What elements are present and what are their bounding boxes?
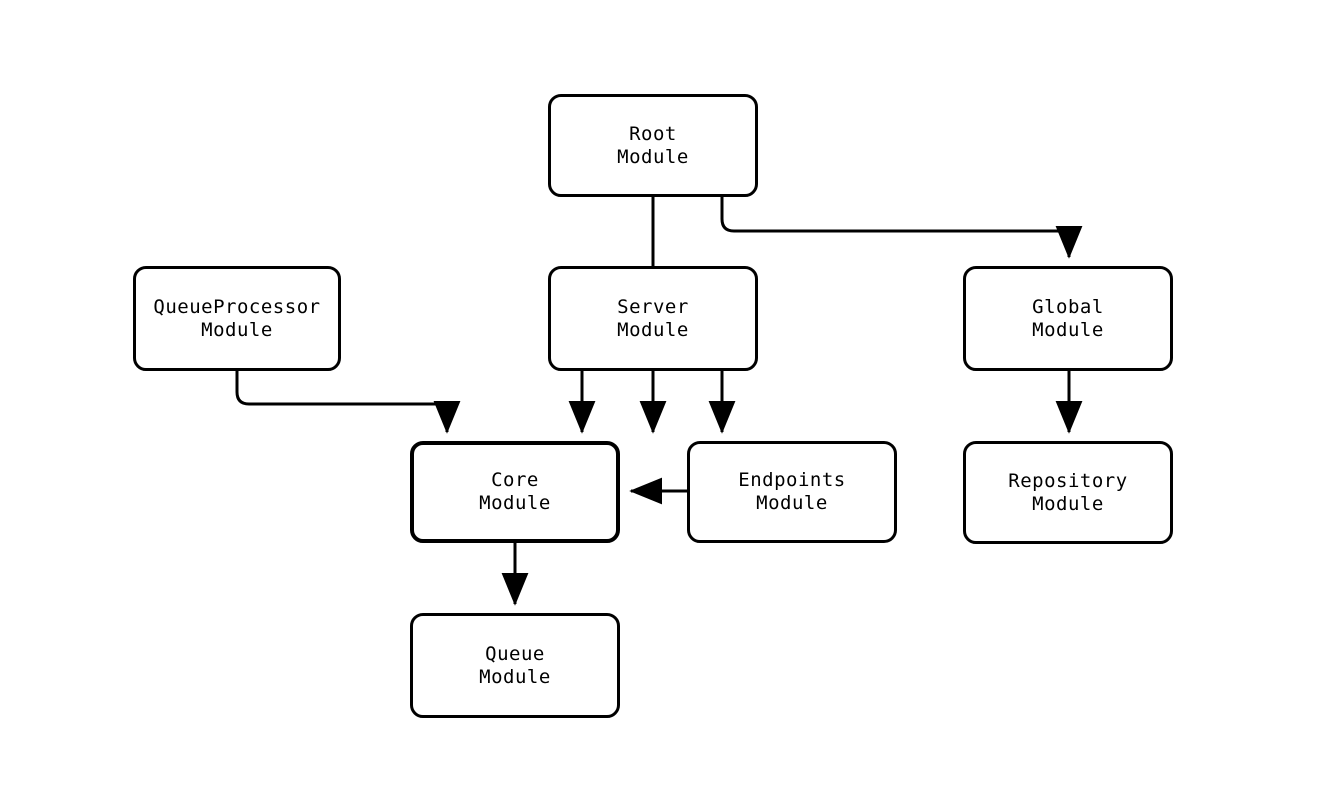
node-label-line2: Module	[479, 492, 551, 514]
node-label-line1: Repository	[1008, 469, 1128, 492]
endpoints-module-node[interactable]: Endpoints Module	[687, 441, 897, 543]
node-label-line2: Module	[756, 492, 828, 514]
node-label-line2: Module	[617, 318, 689, 341]
node-label-line2: Module	[479, 665, 551, 688]
node-label-line2: Module	[1032, 492, 1104, 515]
node-label-line1: Core	[491, 469, 539, 491]
node-label-line1: Root	[629, 122, 677, 145]
core-module-node[interactable]: Core Module	[410, 441, 620, 543]
node-label-line1: QueueProcessor	[153, 295, 321, 318]
node-label-line1: Global	[1032, 295, 1104, 318]
edge-root-to-global	[720, 197, 1083, 259]
root-module-node[interactable]: Root Module	[548, 94, 758, 197]
server-module-node[interactable]: Server Module	[548, 266, 758, 371]
repository-module-node[interactable]: Repository Module	[963, 441, 1173, 544]
global-module-node[interactable]: Global Module	[963, 266, 1173, 371]
node-label-line2: Module	[201, 318, 273, 341]
queueprocessor-module-node[interactable]: QueueProcessor Module	[133, 266, 341, 371]
node-label-line2: Module	[1032, 318, 1104, 341]
node-label-line1: Endpoints	[738, 469, 846, 491]
queue-module-node[interactable]: Queue Module	[410, 613, 620, 718]
edge-queueprocessor-to-core	[235, 371, 461, 434]
node-label-line1: Server	[617, 295, 689, 318]
node-label-line1: Queue	[485, 642, 545, 665]
node-label-line2: Module	[617, 145, 689, 168]
